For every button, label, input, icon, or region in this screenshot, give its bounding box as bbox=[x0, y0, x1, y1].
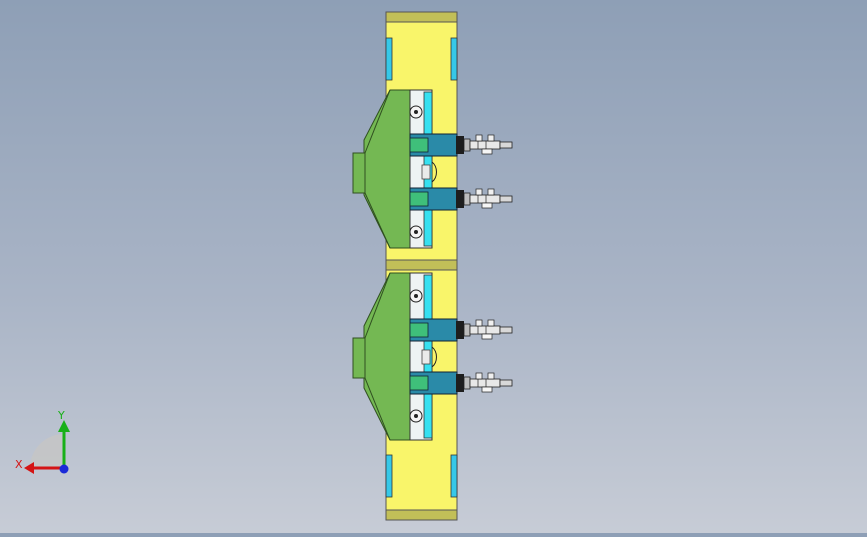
frame-center-band bbox=[385, 259, 458, 271]
frame-end-cap-bottom bbox=[385, 509, 458, 521]
triad-y-arrow bbox=[58, 420, 70, 432]
triad-x-label: X bbox=[15, 458, 23, 471]
upper-wedge-tab bbox=[352, 152, 366, 194]
frame-slot-left-top bbox=[385, 37, 393, 81]
cylinder-3 bbox=[455, 319, 513, 340]
lower-wedge-tab bbox=[352, 337, 366, 379]
triad-z-axis bbox=[59, 464, 69, 474]
upper-center-arc bbox=[431, 161, 437, 183]
frame-end-cap-top bbox=[385, 11, 458, 23]
orientation-triad: Y X bbox=[15, 410, 70, 474]
lower-center-arc bbox=[431, 346, 437, 368]
lower-clamp-module bbox=[352, 272, 458, 441]
frame-slot-right-bottom bbox=[450, 454, 458, 498]
upper-clamp-module bbox=[352, 89, 458, 249]
triad-plane bbox=[30, 434, 64, 468]
cylinder-4 bbox=[455, 372, 513, 393]
frame-slot-right-top bbox=[450, 37, 458, 81]
cylinder-1 bbox=[455, 134, 513, 155]
triad-x-arrow bbox=[24, 462, 34, 474]
frame-slot-left-bottom bbox=[385, 454, 393, 498]
cylinder-2 bbox=[455, 188, 513, 209]
lower-wedge-block bbox=[363, 272, 411, 441]
triad-y-label: Y bbox=[57, 410, 65, 422]
upper-wedge-block bbox=[363, 89, 411, 249]
